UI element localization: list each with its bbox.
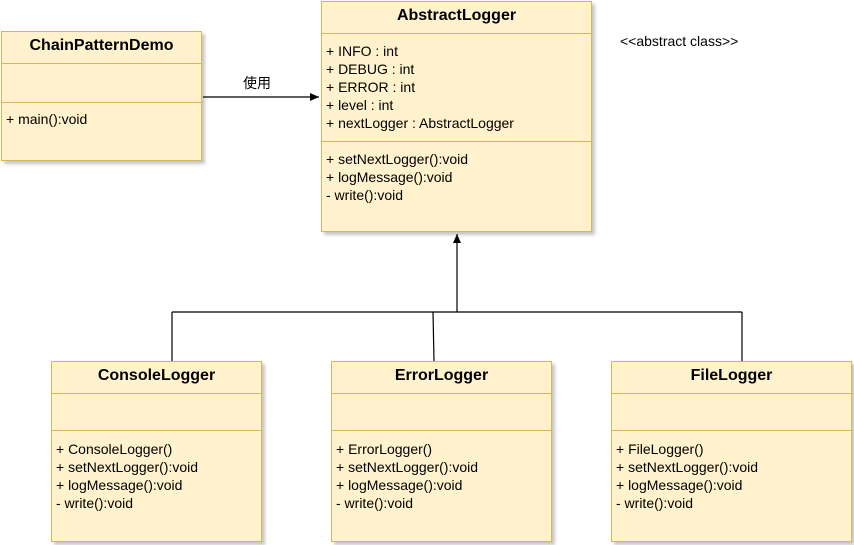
method-line: - write():void (336, 495, 414, 511)
class-name: ConsoleLogger (97, 367, 216, 384)
method-line: + logMessage():void (616, 477, 743, 493)
attribute-line: + ERROR : int (326, 79, 416, 95)
inheritance-branch-error (432, 311, 435, 362)
abstract-class-note: <<abstract class>> (620, 33, 739, 49)
method-line: + ErrorLogger() (336, 441, 433, 457)
divider (2, 102, 201, 103)
class-chain-pattern-demo[interactable]: ChainPatternDemo + main():void (1, 31, 202, 161)
attribute-line: + nextLogger : AbstractLogger (326, 115, 514, 131)
divider (332, 430, 551, 431)
method-line: + setNextLogger():void (336, 459, 479, 475)
method-line: + setNextLogger():void (326, 151, 469, 167)
method-line: + setNextLogger():void (56, 459, 199, 475)
methods-compartment: + ConsoleLogger() + setNextLogger():void… (56, 440, 259, 512)
attribute-line: + level : int (326, 97, 394, 113)
method-line: - write():void (56, 495, 134, 511)
divider (612, 393, 851, 394)
divider (52, 430, 261, 431)
methods-compartment: + ErrorLogger() + setNextLogger():void +… (336, 440, 549, 512)
class-name: ChainPatternDemo (29, 37, 174, 54)
attribute-line: + DEBUG : int (326, 61, 415, 77)
divider (322, 33, 591, 34)
methods-compartment: + main():void (6, 110, 199, 128)
method-line: + logMessage():void (326, 169, 453, 185)
divider (332, 393, 551, 394)
method-line: + FileLogger() (616, 441, 704, 457)
methods-compartment: + FileLogger() + setNextLogger():void + … (616, 440, 849, 512)
divider (2, 63, 201, 64)
method-line: + logMessage():void (56, 477, 183, 493)
divider (52, 393, 261, 394)
class-console-logger[interactable]: ConsoleLogger + ConsoleLogger() + setNex… (51, 361, 262, 542)
attribute-line: + INFO : int (326, 43, 398, 59)
attributes-compartment: + INFO : int + DEBUG : int + ERROR : int… (326, 42, 589, 132)
divider (612, 430, 851, 431)
method-line: - write():void (326, 187, 404, 203)
method-line: + main():void (6, 111, 88, 127)
method-line: - write():void (616, 495, 694, 511)
class-name: FileLogger (690, 367, 773, 384)
divider (322, 141, 591, 142)
method-line: + logMessage():void (336, 477, 463, 493)
class-file-logger[interactable]: FileLogger + FileLogger() + setNextLogge… (611, 361, 852, 542)
class-name: AbstractLogger (396, 7, 517, 24)
method-line: + ConsoleLogger() (56, 441, 173, 457)
usage-label: 使用 (243, 75, 271, 91)
class-abstract-logger[interactable]: AbstractLogger + INFO : int + DEBUG : in… (321, 1, 592, 232)
method-line: + setNextLogger():void (616, 459, 759, 475)
methods-compartment: + setNextLogger():void + logMessage():vo… (326, 150, 589, 204)
class-error-logger[interactable]: ErrorLogger + ErrorLogger() + setNextLog… (331, 361, 552, 542)
class-name: ErrorLogger (394, 367, 489, 384)
